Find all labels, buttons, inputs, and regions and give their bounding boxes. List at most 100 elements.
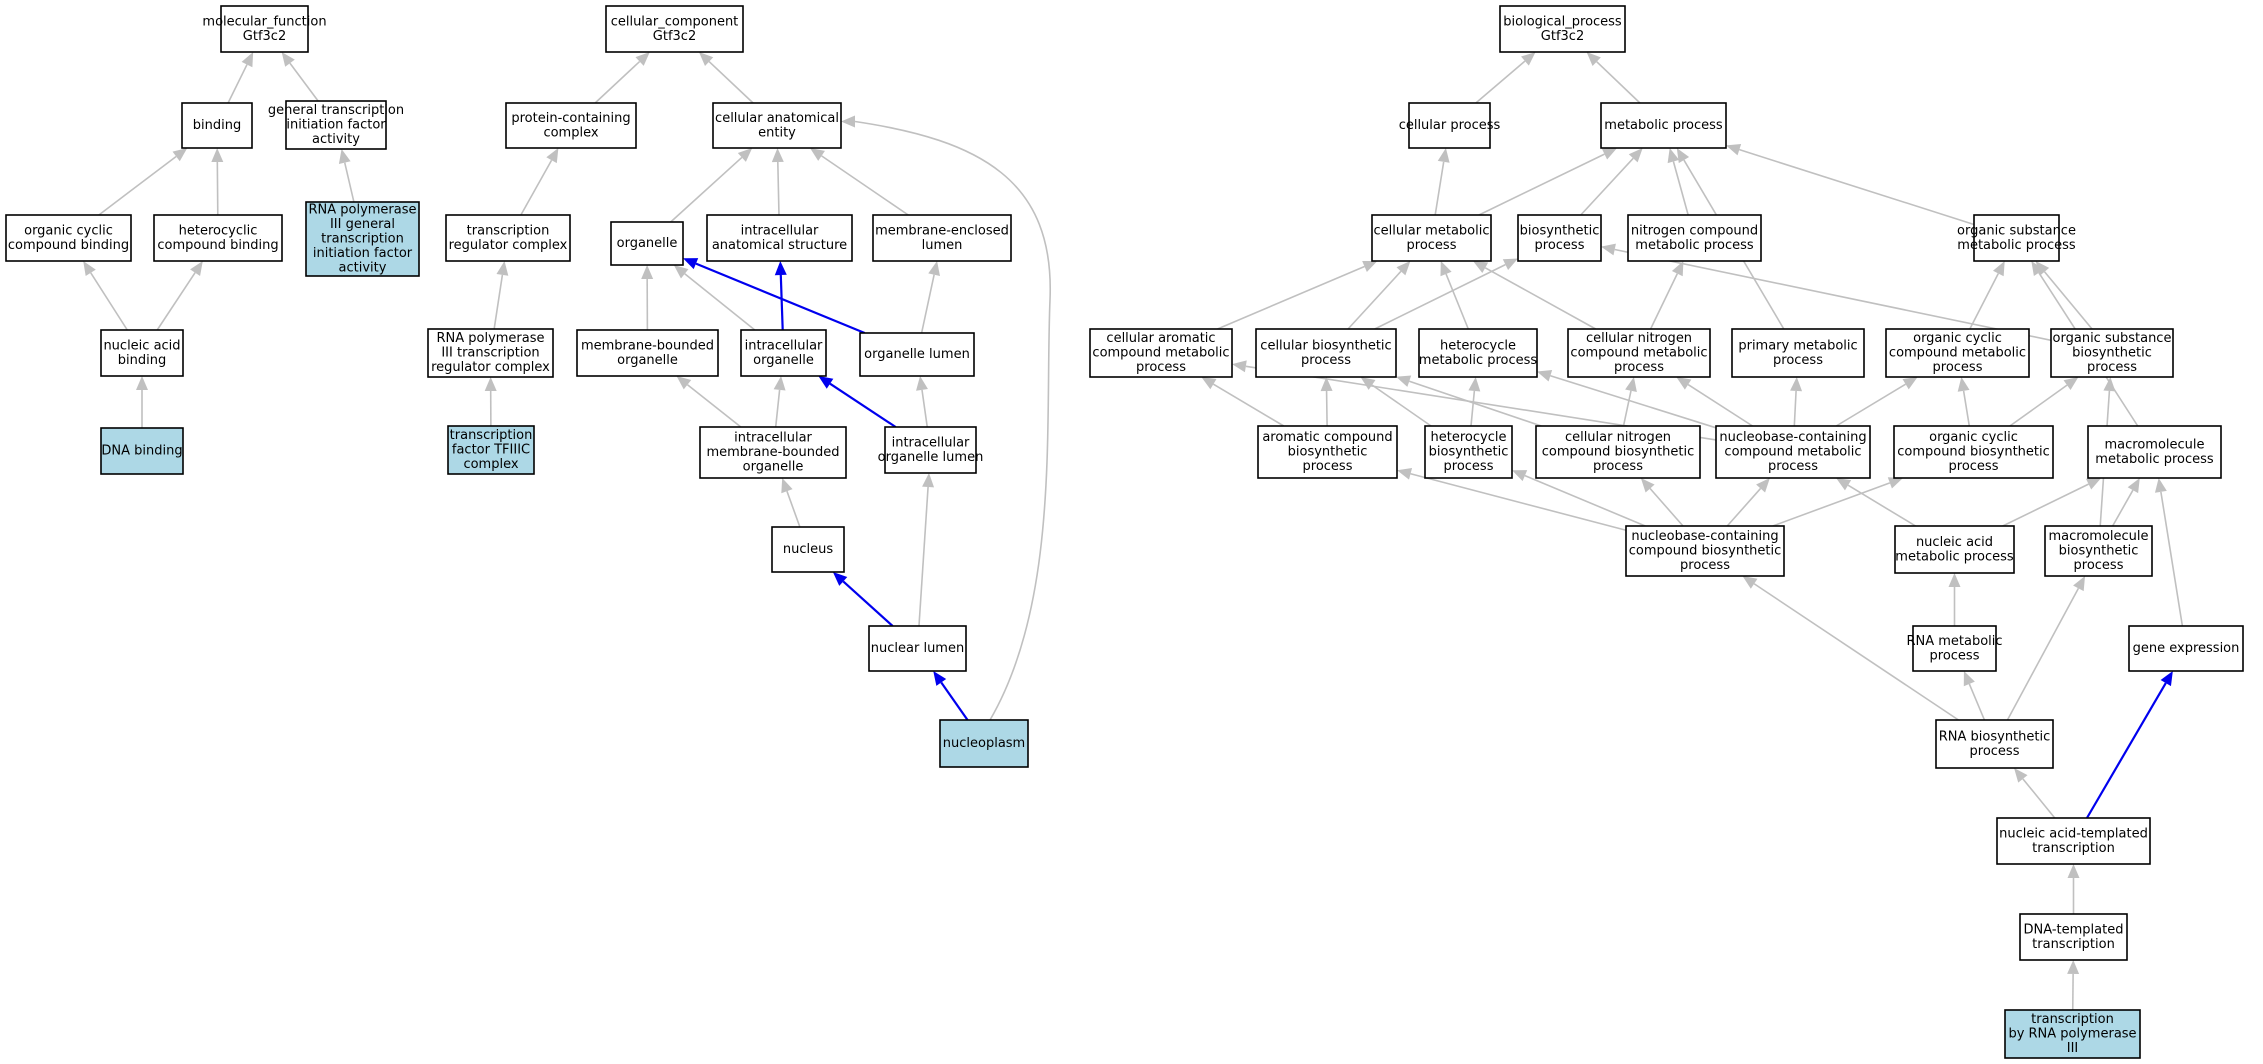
go-term-node-ol[interactable]: organelle lumen [859, 332, 975, 377]
node-box [699, 426, 847, 479]
node-label-line: heterocycle [1440, 338, 1516, 353]
node-label-line: organelle [617, 353, 678, 368]
node-label-line: cellular_component [611, 14, 739, 29]
node-label-line: process [1949, 459, 1999, 474]
edge-line [1550, 374, 1717, 429]
edge-arrowhead [1396, 375, 1412, 387]
node-label-line: transcription [450, 428, 533, 443]
node-box [1418, 328, 1538, 378]
node-box [1715, 425, 1871, 479]
edge-arrowhead [1512, 470, 1528, 482]
edge-line [1649, 273, 1679, 330]
edge-line [921, 389, 929, 428]
edge-arrowhead [683, 258, 699, 270]
edge-line [920, 274, 935, 334]
go-term-node-cp[interactable]: cellular process [1399, 102, 1501, 149]
edge-arrowhead [1887, 477, 1903, 489]
go-term-node-binding[interactable]: binding [181, 102, 253, 149]
edge-line [1475, 60, 1526, 104]
edge-arrowhead [1676, 377, 1692, 390]
edge-trp3-to-dtt [2067, 960, 2080, 1011]
edge-pcc-to-cc [594, 52, 650, 104]
edge-line [1672, 161, 1689, 216]
node-box [2087, 425, 2222, 479]
edge-mbp-to-mmp [2111, 478, 2140, 527]
edge-line [708, 61, 754, 104]
node-box [1535, 425, 1701, 479]
edge-arrowhead [484, 377, 497, 392]
edge-line [1622, 390, 1632, 427]
node-box [1894, 525, 2015, 574]
edge-arrowhead [1628, 148, 1643, 163]
go-term-node-ge[interactable]: gene expression [2128, 625, 2244, 672]
edge-arrowhead [1537, 370, 1553, 382]
go-term-node-nl[interactable]: nuclear lumen [868, 625, 967, 672]
edge-io-to-organelle [673, 265, 756, 331]
go-term-node-organelle[interactable]: organelle [610, 221, 684, 266]
node-label-line: biosynthetic [1520, 223, 1600, 238]
edge-arrowhead [1440, 261, 1452, 277]
node-box [181, 102, 253, 149]
edge-arrowhead [781, 478, 793, 494]
node-label-line: RNA polymerase [436, 331, 544, 346]
go-term-node-np[interactable]: nucleoplasm [939, 719, 1029, 768]
edge-arrowhead [1601, 243, 1616, 256]
edge-line [156, 272, 196, 331]
node-box [285, 100, 387, 150]
go-term-node-dnab[interactable]: DNA binding [100, 427, 184, 475]
edge-line [1484, 267, 1597, 330]
edge-nbccmp-to-pmp [1790, 377, 1803, 427]
edge-arrowhead [1521, 52, 1536, 66]
node-label-line: process [2074, 558, 2124, 573]
go-term-node-nucleus[interactable]: nucleus [771, 526, 845, 573]
go-term-node-mp[interactable]: metabolic process [1600, 102, 1727, 149]
edge-arrowhead [2067, 864, 2080, 878]
node-label-line: nucleobase-containing [1631, 529, 1778, 544]
node-label-line: metabolic process [1957, 238, 2076, 253]
